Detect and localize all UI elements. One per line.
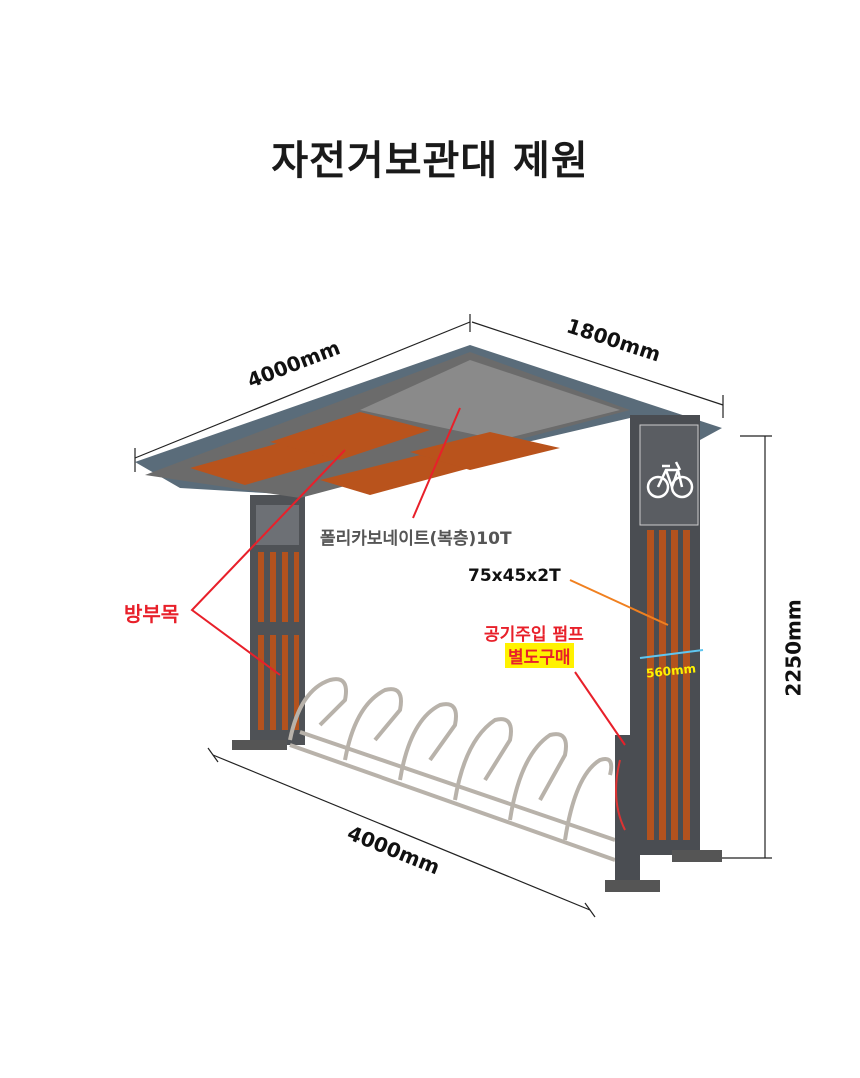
dimension-lines bbox=[134, 314, 772, 918]
wood-label: 방부목 bbox=[124, 602, 180, 626]
right-pillar bbox=[630, 415, 722, 862]
pump-note-badge: 별도구매 bbox=[505, 643, 574, 668]
roof-material-label: 폴리카보네이트(복층)10T bbox=[320, 529, 512, 549]
roof bbox=[135, 345, 722, 498]
bicycle-icon bbox=[646, 461, 694, 499]
frame-spec-label: 75x45x2T bbox=[468, 566, 561, 586]
bike-rack bbox=[288, 677, 616, 862]
pump-label: 공기주입 펌프 bbox=[484, 625, 584, 645]
callout-lines bbox=[190, 407, 626, 746]
spec-callout-line bbox=[569, 579, 669, 626]
height-dimension: 2250mm bbox=[781, 599, 806, 697]
air-pump bbox=[605, 735, 660, 892]
left-pillar bbox=[232, 495, 305, 750]
page-title: 자전거보관대 제원 bbox=[271, 138, 589, 184]
